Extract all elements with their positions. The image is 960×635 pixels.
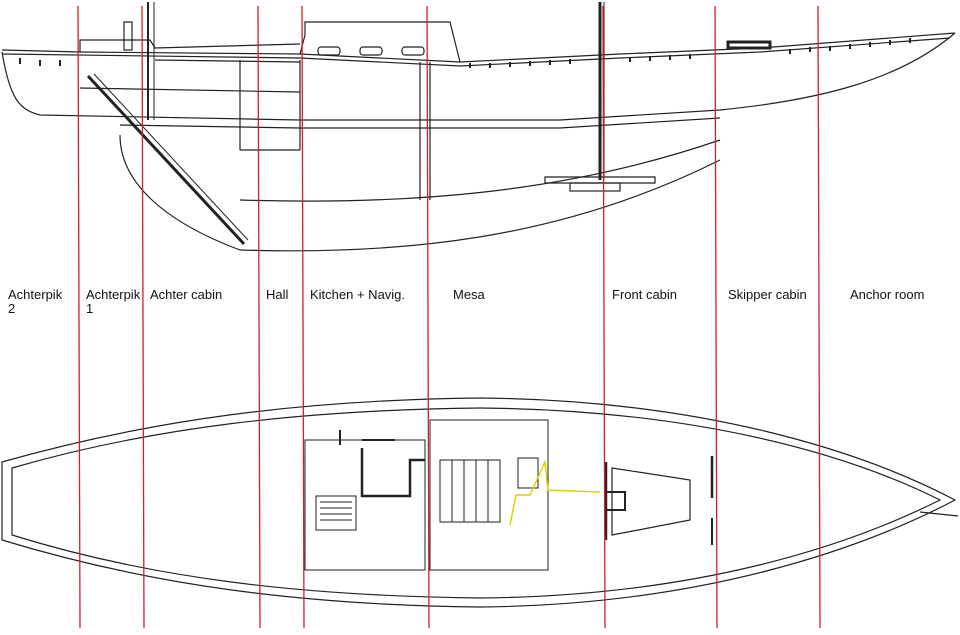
side-profile (1, 2, 956, 252)
section-label-line2: 2 (8, 301, 16, 316)
mast-base (604, 491, 626, 511)
section-divider-line (602, 5, 606, 629)
section-label-line2: 1 (86, 301, 94, 316)
forward-berth (611, 467, 691, 536)
porthole (359, 46, 383, 56)
keel (119, 134, 721, 252)
section-label-kitchen-navig: Kitchen + Navig. (310, 288, 405, 302)
interior-layout (304, 419, 549, 571)
section-label-achter-cabin: Achter cabin (150, 288, 222, 302)
porthole (317, 46, 341, 56)
mast-foot (569, 182, 621, 192)
rudder-shaft (86, 74, 246, 246)
section-divider-line (141, 5, 145, 629)
sheer-line (1, 32, 956, 63)
section-dividers (77, 5, 821, 629)
rudder-shaft-2 (93, 73, 249, 241)
section-divider-line (817, 5, 821, 629)
section-divider-line (714, 5, 718, 629)
accent-line (509, 459, 601, 526)
cabin-house (299, 21, 461, 63)
section-label-line1: Achter cabin (150, 287, 223, 302)
deck-fittings (19, 38, 911, 68)
deck-hatch (726, 40, 772, 50)
section-divider-line (301, 5, 305, 629)
section-label-front-cabin: Front cabin (612, 288, 677, 302)
keel-inner (239, 139, 721, 202)
section-label-line1: Mesa (453, 287, 485, 302)
deck-outline (1, 397, 957, 608)
deck-inner (11, 407, 942, 599)
section-label-line1: Hall (266, 287, 289, 302)
cockpit-house (79, 39, 301, 52)
section-label-line1: Skipper cabin (728, 287, 807, 302)
section-divider-line (77, 5, 81, 629)
section-label-line1: Achterpik (86, 287, 141, 302)
mizzen-post (123, 21, 133, 51)
section-divider-line (257, 5, 261, 629)
hull-bottom (1, 32, 956, 121)
section-label-hall: Hall (266, 288, 288, 302)
section-divider-line (426, 5, 430, 629)
section-label-line1: Kitchen + Navig. (310, 287, 406, 302)
rail-line (1, 37, 951, 67)
section-label-anchor-room: Anchor room (850, 288, 924, 302)
section-label-skipper-cabin: Skipper cabin (728, 288, 807, 302)
internal-structure (79, 59, 431, 200)
mast-step (544, 176, 656, 184)
section-label-line1: Front cabin (612, 287, 678, 302)
section-label-mesa: Mesa (453, 288, 485, 302)
bowsprit (919, 511, 959, 517)
porthole (401, 46, 425, 56)
section-label-line1: Achterpik (8, 287, 63, 302)
plan-view (1, 397, 959, 608)
section-label-line1: Anchor room (850, 287, 925, 302)
